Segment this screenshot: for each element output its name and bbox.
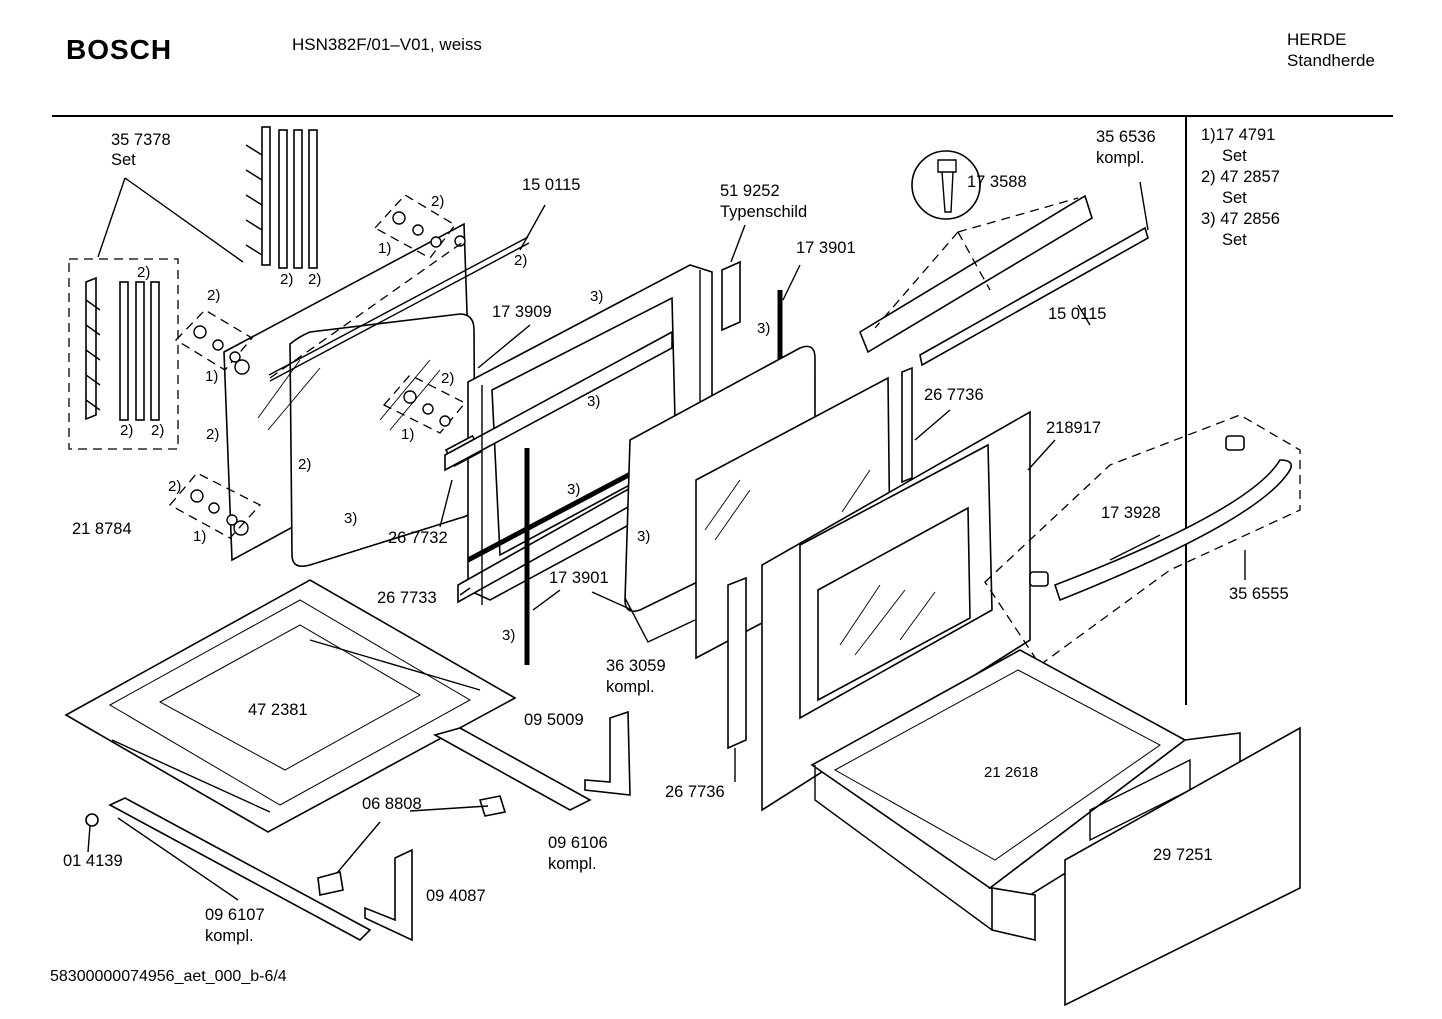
set-marker-1: 1) [193,528,207,545]
set-marker-1: 1) [401,426,415,443]
brand-logo: BOSCH [66,34,173,65]
legend-item-3-note: Set [1222,231,1247,249]
fastener-groups [168,194,467,539]
part-26-7733: 26 7733 [377,589,437,607]
model-title: HSN382F/01–V01, weiss [292,35,482,54]
set-marker-2: 2) [120,422,134,439]
part-36-3059-note: kompl. [606,678,655,696]
set-marker-2: 2) [206,426,220,443]
type-plate [721,260,741,332]
part-21-2618: 21 2618 [984,764,1039,781]
front-door [761,410,1031,812]
top-trim-bar [859,150,1149,367]
rail-09-6106 [432,727,592,811]
set-marker-3: 3) [637,528,651,545]
roller-01-4139 [85,813,99,827]
part-09-5009: 09 5009 [524,711,584,729]
part-35-6555: 35 6555 [1229,585,1289,603]
leader-lines [439,204,1091,782]
part-36-3059: 36 3059 [606,657,666,675]
part-15-0115-upper: 15 0115 [522,176,581,194]
part-15-0115-lower: 15 0115 [1048,305,1107,323]
door-handle [984,414,1301,666]
drawer [810,649,1301,1007]
set-marker-3: 3) [567,481,581,498]
part-35-7378-note: Set [111,151,136,169]
part-09-6106: 09 6106 [548,834,608,852]
part-21-8784: 21 8784 [72,520,132,538]
legend-item-1: 1)17 4791 [1201,126,1276,144]
set-marker-2: 2) [151,422,165,439]
category-label: HERDE [1287,30,1347,49]
set-marker-2: 2) [137,264,151,281]
set-marker-2: 2) [431,193,445,210]
set-marker-3: 3) [590,288,604,305]
document-id: 58300000074956_aet_000_b-6/4 [50,968,287,985]
rail-set-box [68,126,318,450]
part-218917: 218917 [1046,419,1102,437]
legend-item-3: 3) 47 2856 [1201,210,1280,228]
part-35-6536-note: kompl. [1096,149,1145,167]
part-29-7251: 29 7251 [1153,846,1213,864]
part-17-3901-lower: 17 3901 [549,569,609,587]
clip-06-8808 [478,795,507,817]
part-09-6107-note: kompl. [205,927,254,945]
set-marker-2: 2) [298,456,312,473]
set-marker-1: 1) [205,368,219,385]
set-marker-3: 3) [502,627,516,644]
part-26-7736-upper: 26 7736 [924,386,984,404]
side-strip-lower [727,576,747,750]
part-26-7736-lower: 26 7736 [665,783,725,801]
bracket-09-5009 [584,710,631,796]
part-35-6536: 35 6536 [1096,128,1156,146]
subcategory-label: Standherde [1287,51,1375,70]
part-09-6107: 09 6107 [205,906,265,924]
bottom-tray [64,579,517,833]
set-marker-3: 3) [757,320,771,337]
set-marker-2: 2) [280,271,294,288]
legend-item-1-note: Set [1222,147,1247,165]
part-09-4087: 09 4087 [426,887,486,905]
part-47-2381: 47 2381 [248,701,308,719]
part-06-8808: 06 8808 [362,795,422,813]
back-door-panel [223,222,530,568]
set-marker-2: 2) [514,252,528,269]
part-01-4139: 01 4139 [63,852,123,870]
set-marker-1: 1) [378,240,392,257]
set-marker-3: 3) [344,510,358,527]
part-51-9252: 51 9252 [720,182,780,200]
part-17-3928: 17 3928 [1101,504,1161,522]
set-marker-2: 2) [207,287,221,304]
part-51-9252-note: Typenschild [720,203,808,221]
bracket-09-4087 [364,848,413,942]
part-35-7378: 35 7378 [111,131,171,149]
part-17-3588: 17 3588 [967,173,1027,191]
part-09-6106-note: kompl. [548,855,597,873]
set-marker-3: 3) [587,393,601,410]
legend-item-2: 2) 47 2857 [1201,168,1280,186]
side-strip-upper [901,366,913,484]
set-marker-2: 2) [441,370,455,387]
legend-item-2-note: Set [1222,189,1247,207]
part-26-7732: 26 7732 [388,529,448,547]
clip-06-8808b [317,870,344,896]
set-marker-2: 2) [308,271,322,288]
part-17-3909: 17 3909 [492,303,552,321]
part-17-3901-upper: 17 3901 [796,239,856,257]
rail-09-6107 [108,797,372,941]
set-marker-2: 2) [168,478,182,495]
